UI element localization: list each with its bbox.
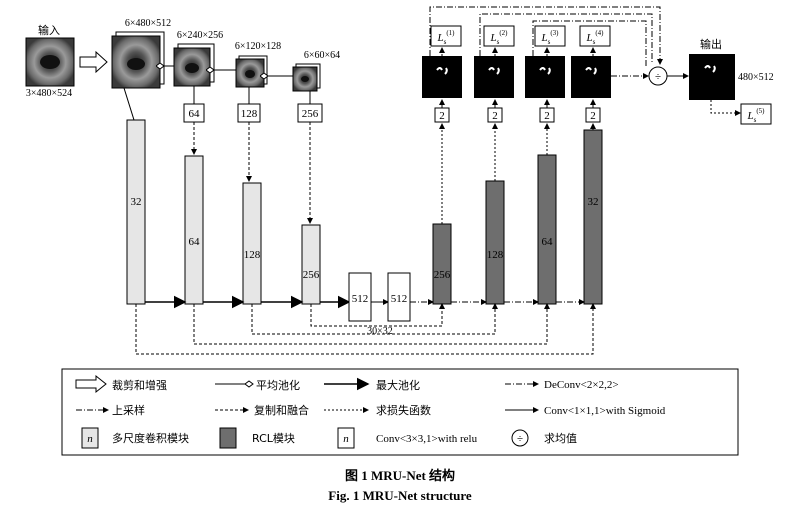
bottleneck-block-2 xyxy=(387,272,411,322)
caption-en: Fig. 1 MRU-Net structure xyxy=(328,488,472,503)
caption-cn: 图 1 MRU-Net 结构 xyxy=(345,468,455,483)
pool-dims-3: 6×120×128 xyxy=(235,41,281,52)
pyramid-to-block-1 xyxy=(123,87,135,121)
encoder-block-1 xyxy=(126,119,146,305)
sigmoid-channel-3: 2 xyxy=(544,110,550,122)
loss-label-4: Ls(4) xyxy=(585,29,604,46)
legend-copy-label: 复制和融合 xyxy=(254,403,309,417)
legend-conv3-icon xyxy=(337,427,355,449)
pool-channel-3: 256 xyxy=(302,108,319,120)
encoder-label-3: 128 xyxy=(244,249,261,261)
sigmoid-column-4 xyxy=(571,56,611,130)
decoder-label-3: 64 xyxy=(542,236,554,248)
decoder-block-3 xyxy=(537,154,557,305)
pool-dims-2: 6×240×256 xyxy=(177,30,223,41)
loss-label-2: Ls(2) xyxy=(489,29,508,46)
sigmoid-column-3 xyxy=(525,56,565,155)
skip-connection-4 xyxy=(310,303,445,327)
encoder-label-1: 32 xyxy=(131,196,142,208)
output-mask xyxy=(689,54,735,100)
legend-deconv-label: DeConv<2×2,2> xyxy=(544,379,619,391)
pool-dims-4: 6×60×64 xyxy=(304,50,340,61)
skip-connection-1 xyxy=(135,303,596,355)
legend-rcl-icon xyxy=(219,427,237,449)
mean-feed-3 xyxy=(532,20,647,66)
pyramid-level-2 xyxy=(173,43,215,87)
bottleneck-dims: 30×32 xyxy=(367,326,393,337)
encoder-label-4: 256 xyxy=(303,269,320,281)
loss-box-4 xyxy=(579,25,611,47)
loss-box-3 xyxy=(534,25,566,47)
legend-crop-label: 裁剪和增强 xyxy=(112,378,167,392)
decoder-label-2: 128 xyxy=(487,249,504,261)
loss-box-1 xyxy=(430,25,462,47)
mean-feed-2 xyxy=(479,13,653,64)
sigmoid-channel-2: 2 xyxy=(492,110,498,122)
legend-loss-label: 求损失函数 xyxy=(376,403,431,417)
legend-mean-icon xyxy=(511,429,529,447)
legend-multiscale-label: 多尺度卷积模块 xyxy=(112,431,189,445)
legend-multiscale-icon xyxy=(81,427,99,449)
pyramid-level-4 xyxy=(292,63,321,92)
output-dims: 480×512 xyxy=(738,72,774,83)
input-dims: 3×480×524 xyxy=(26,88,72,99)
pyramid-level-3 xyxy=(235,55,268,88)
bottleneck-label-2: 512 xyxy=(391,293,408,305)
bottleneck-label-1: 512 xyxy=(352,293,369,305)
legend-crop-icon xyxy=(75,374,107,394)
sigmoid-column-1 xyxy=(422,56,462,224)
mean-feed-1 xyxy=(429,6,663,65)
encoder-label-2: 64 xyxy=(189,236,201,248)
input-image-glottis xyxy=(40,55,60,69)
legend-avgpool-label: 平均池化 xyxy=(256,378,300,392)
pool-dims-1: 6×480×512 xyxy=(125,18,171,29)
legend-mean-symbol: ÷ xyxy=(517,433,523,445)
sigmoid-channel-4: 2 xyxy=(590,110,596,122)
legend-conv3-n: n xyxy=(343,433,349,445)
decoder-label-4: 32 xyxy=(588,196,599,208)
sigmoid-column-2 xyxy=(474,56,514,181)
loss-label-3: Ls(3) xyxy=(540,29,559,46)
bottleneck-block-1 xyxy=(348,272,372,322)
crop-arrow xyxy=(79,50,108,74)
output-title: 输出 xyxy=(700,37,722,51)
skip-connection-2 xyxy=(193,303,550,345)
legend-upsample-label: 上采样 xyxy=(112,403,145,417)
encoder-block-4 xyxy=(301,224,321,305)
legend-multiscale-n: n xyxy=(87,433,93,445)
skip-connection-3 xyxy=(251,303,498,335)
decoder-block-1 xyxy=(432,223,452,305)
pool-channel-1: 64 xyxy=(189,108,201,120)
decoder-label-1: 256 xyxy=(434,269,451,281)
final-loss-box xyxy=(740,103,772,125)
legend-conv3-label: Conv<3×3,1>with relu xyxy=(376,433,478,445)
decoder-block-2 xyxy=(485,180,505,305)
legend-conv1-label: Conv<1×1,1>with Sigmoid xyxy=(544,405,666,417)
final-loss-label: Ls(5) xyxy=(746,107,765,124)
mean-symbol: ÷ xyxy=(655,71,661,83)
input-title: 输入 xyxy=(38,23,60,37)
legend-rcl-label: RCL模块 xyxy=(252,432,295,445)
loss-label-1: Ls(1) xyxy=(436,29,455,46)
legend-mean-label: 求均值 xyxy=(544,432,577,445)
legend-maxpool-label: 最大池化 xyxy=(376,378,420,392)
pool-channel-2: 128 xyxy=(241,108,258,120)
pyramid-level-1 xyxy=(111,31,165,89)
decoder-block-4 xyxy=(583,129,603,305)
legend xyxy=(61,368,739,456)
loss-box-2 xyxy=(483,25,515,47)
final-loss-arrow xyxy=(710,100,741,116)
encoder-block-3 xyxy=(242,182,262,305)
encoder-block-2 xyxy=(184,155,204,305)
sigmoid-channel-1: 2 xyxy=(439,110,445,122)
output-mask-shape xyxy=(704,65,716,73)
legend-avgpool-diamond xyxy=(244,380,254,388)
